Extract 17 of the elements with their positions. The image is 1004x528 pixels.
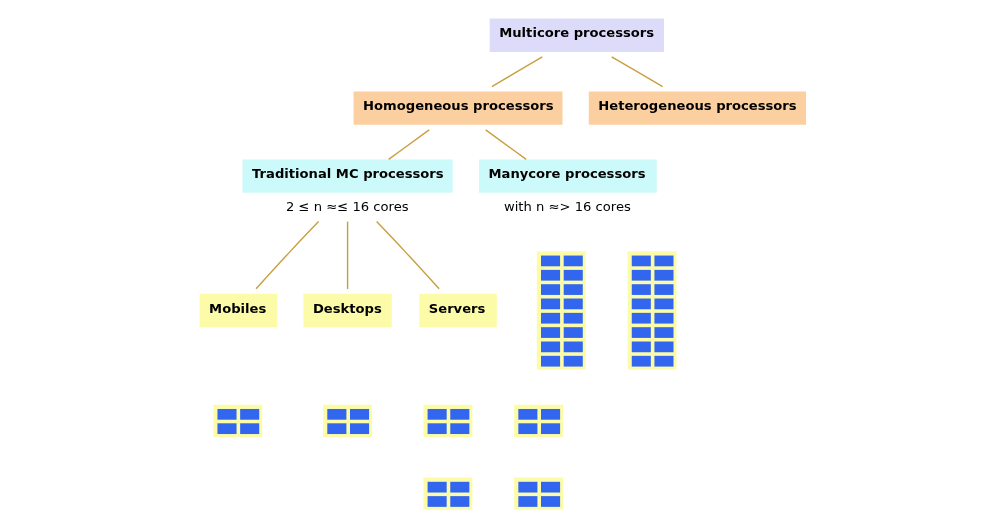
node-box: Manycore processors bbox=[478, 158, 657, 193]
node-box: Servers bbox=[418, 293, 497, 327]
connector bbox=[490, 55, 543, 87]
node-box: Multicore processors bbox=[489, 18, 664, 52]
node-box: Traditional MC processors bbox=[242, 158, 453, 193]
connector bbox=[610, 55, 663, 87]
node-label: with n ≈> 16 cores bbox=[503, 198, 631, 214]
node-box: Desktops bbox=[302, 293, 392, 327]
node-box: Mobiles bbox=[199, 293, 277, 327]
node-box: Heterogeneous processors bbox=[588, 90, 806, 125]
connector bbox=[375, 220, 440, 289]
connector bbox=[484, 128, 527, 160]
connector bbox=[254, 220, 319, 289]
node-label: 2 ≤ n ≈≤ 16 cores bbox=[285, 198, 409, 214]
node-box: Homogeneous processors bbox=[353, 90, 562, 125]
connector bbox=[346, 220, 348, 290]
connector bbox=[387, 128, 430, 160]
